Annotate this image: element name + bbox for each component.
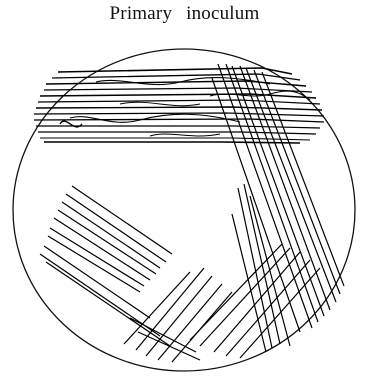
primary-inoculum-streaks [34, 68, 324, 143]
primary-streak [210, 91, 310, 100]
primary-streak [38, 100, 320, 104]
primary-streak [44, 88, 312, 92]
secondary-streak [212, 78, 300, 332]
secondary-streak [238, 188, 272, 348]
secondary-streak [218, 64, 312, 328]
tertiary-streak [46, 262, 170, 346]
final-streak [226, 260, 310, 356]
secondary-streak [262, 72, 344, 286]
final-streak [130, 318, 196, 352]
primary-streak [120, 102, 200, 105]
primary-streak [70, 114, 240, 122]
tertiary-streaks [40, 186, 172, 346]
primary-streak [44, 142, 300, 143]
tertiary-streak [66, 194, 166, 262]
final-streak [240, 268, 320, 358]
tertiary-streak [72, 186, 172, 254]
primary-streak [150, 134, 220, 136]
final-streak [136, 268, 204, 350]
final-streaks [124, 244, 320, 362]
primary-streak [40, 94, 316, 98]
primary-streak [36, 107, 322, 110]
primary-streak [38, 132, 316, 134]
primary-streak [40, 138, 310, 140]
final-streak [138, 332, 200, 360]
